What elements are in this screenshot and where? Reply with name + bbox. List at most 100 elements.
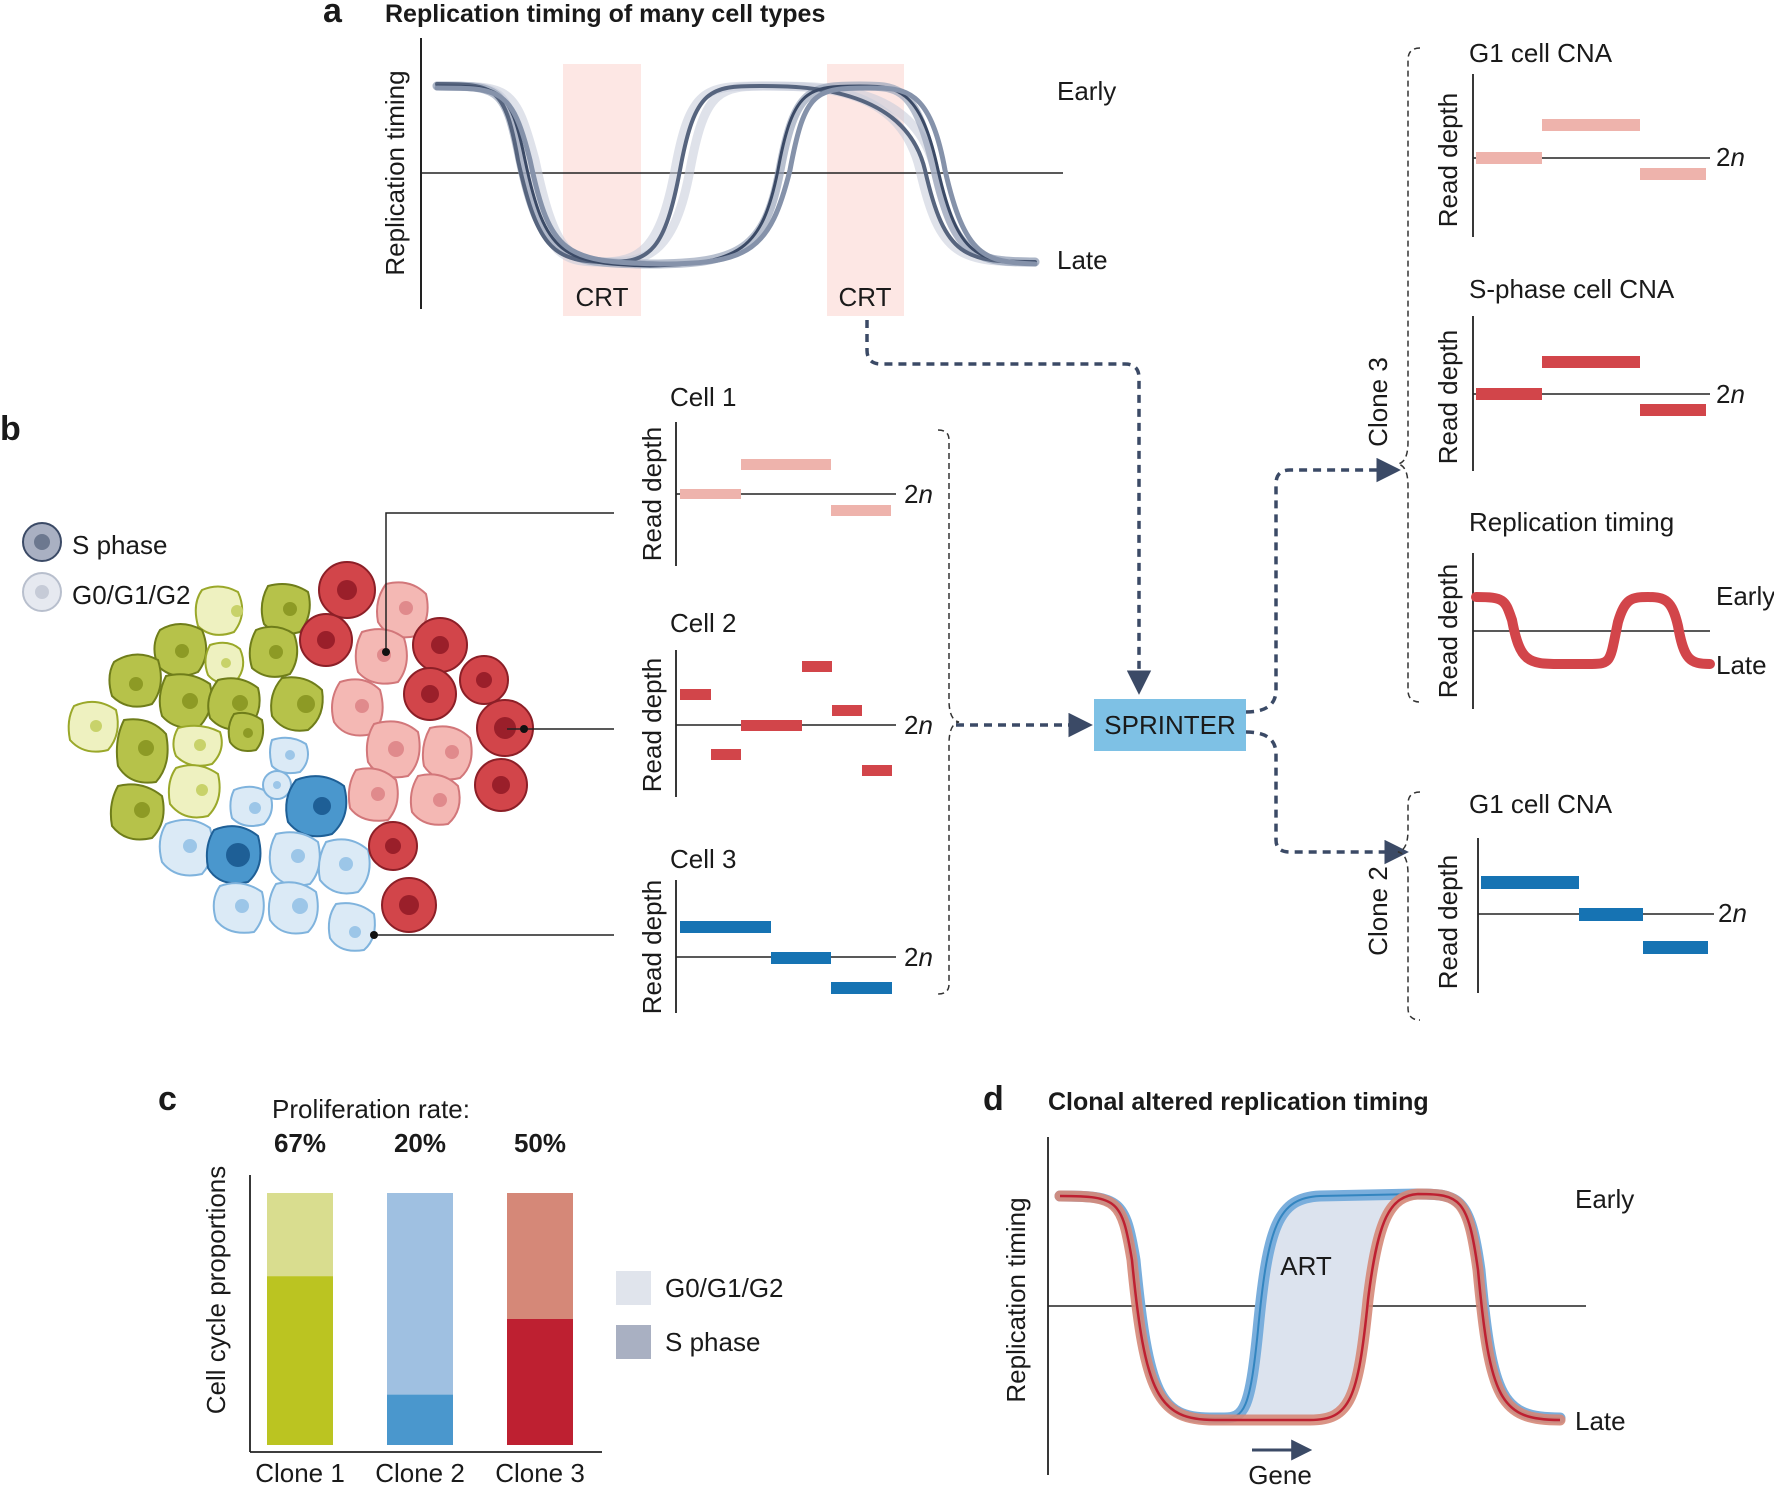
bar-s-phase-1 xyxy=(267,1276,333,1445)
nucleus xyxy=(385,838,401,854)
panel-a-title: Replication timing of many cell types xyxy=(385,0,825,28)
nucleus xyxy=(476,672,492,688)
clone-red-rt-core xyxy=(1059,1192,1561,1422)
nucleus xyxy=(243,728,253,738)
nucleus xyxy=(433,793,447,807)
flow-arrows xyxy=(865,320,1409,865)
nucleus xyxy=(194,739,206,751)
clone-2-g1-ploidy: 2n xyxy=(1718,898,1747,928)
cell-2-cna-segment xyxy=(862,765,892,776)
nucleus xyxy=(235,899,249,913)
x-tick-label: Clone 1 xyxy=(255,1458,345,1488)
panel-d-ylabel: Replication timing xyxy=(1001,1197,1031,1402)
crt-label-2: CRT xyxy=(839,282,892,312)
panel-a-rt-curves xyxy=(432,81,1040,269)
panel-b-label: b xyxy=(0,410,21,448)
nucleus xyxy=(371,787,385,801)
legend-g-phase-nucleus xyxy=(35,585,49,599)
nucleus xyxy=(249,802,261,814)
cell-2-cna-segment xyxy=(680,689,711,700)
panel-d-late: Late xyxy=(1575,1406,1626,1436)
panel-a-ylabel: Replication timing xyxy=(380,70,410,275)
x-tick-labels: Clone 1 Clone 2 Clone 3 xyxy=(255,1458,585,1488)
proliferation-labels: 67%20%50% xyxy=(274,1128,566,1158)
nucleus xyxy=(221,658,231,668)
nucleus xyxy=(138,740,154,756)
arrow-sprinter-to-clone-2 xyxy=(1245,730,1409,865)
nucleus xyxy=(291,849,305,863)
nucleus xyxy=(431,636,449,654)
nucleus xyxy=(317,631,335,649)
panel-d: d Clonal altered replication timing Repl… xyxy=(983,1080,1634,1488)
panel-d-label: d xyxy=(983,1080,1004,1118)
panel-c: c Proliferation rate: 67%20%50% Cell cyc… xyxy=(158,1080,784,1488)
panel-a-label: a xyxy=(323,0,343,30)
cell-2-ylabel: Read depth xyxy=(637,658,667,792)
sprinter-label: SPRINTER xyxy=(1104,710,1235,740)
clone-3-rt-curve xyxy=(1471,591,1715,669)
x-tick-label: Clone 3 xyxy=(495,1458,585,1488)
nucleus xyxy=(388,741,404,757)
x-tick-label: Clone 2 xyxy=(375,1458,465,1488)
clone-3-s-cna-segment xyxy=(1640,404,1706,416)
proliferation-title: Proliferation rate: xyxy=(272,1094,470,1124)
nucleus xyxy=(231,605,243,617)
nucleus xyxy=(399,895,419,915)
cell-1-ploidy: 2n xyxy=(904,479,933,509)
legend-s-phase-nucleus xyxy=(34,534,50,550)
clone-2-g1-cna-segment xyxy=(1481,876,1579,889)
cell xyxy=(194,585,244,636)
nucleus xyxy=(226,843,250,867)
nucleus xyxy=(90,720,102,732)
nucleus xyxy=(337,580,357,600)
clone-2-label: Clone 2 xyxy=(1363,866,1393,956)
panel-d-early: Early xyxy=(1575,1184,1634,1214)
clone-2-g1-title: G1 cell CNA xyxy=(1469,789,1613,819)
legend-g-phase-label: G0/G1/G2 xyxy=(72,580,191,610)
nucleus xyxy=(182,693,198,709)
nucleus xyxy=(292,898,308,914)
cell-2-cna-segment xyxy=(741,720,802,731)
nucleus xyxy=(232,695,248,711)
cell-cluster xyxy=(67,561,534,952)
clone-2-g1-cna-segment xyxy=(1579,908,1643,921)
panel-b: b S phase G0/G1/G2 xyxy=(0,38,1774,1021)
cell-1-title: Cell 1 xyxy=(670,382,736,412)
cell-3-ylabel: Read depth xyxy=(637,880,667,1014)
clone-3-s-title: S-phase cell CNA xyxy=(1469,274,1675,304)
nucleus xyxy=(134,802,150,818)
panel-a-late-label: Late xyxy=(1057,245,1108,275)
proliferation-rate-label: 50% xyxy=(514,1128,566,1158)
clone-2-brace xyxy=(1397,791,1421,1021)
panel-a-early-label: Early xyxy=(1057,76,1116,106)
nucleus xyxy=(183,839,197,853)
nucleus xyxy=(313,797,331,815)
nucleus xyxy=(129,677,143,691)
leader-dot-1 xyxy=(382,648,390,656)
proliferation-rate-label: 67% xyxy=(274,1128,326,1158)
cell-2-cna-segment xyxy=(711,749,741,760)
cell-3-cna-segment xyxy=(831,982,892,994)
clone-3-rt-late: Late xyxy=(1716,650,1767,680)
clone-3-s-cna-segment xyxy=(1542,356,1640,368)
clone-3-brace xyxy=(1397,47,1421,703)
legend-s-phase-label: S phase xyxy=(665,1327,760,1357)
cell-3-title: Cell 3 xyxy=(670,844,736,874)
cell-2-cna-segment xyxy=(832,705,862,716)
cells-brace xyxy=(937,429,960,995)
nucleus xyxy=(445,745,459,759)
cell-3-ploidy: 2n xyxy=(904,942,933,972)
cell-1-cna-segment xyxy=(741,459,831,470)
cell-2-ploidy: 2n xyxy=(904,710,933,740)
panel-c-ylabel: Cell cycle proportions xyxy=(201,1166,231,1415)
bar-s-phase-3 xyxy=(507,1319,573,1445)
cell xyxy=(167,764,221,819)
sprinter-box xyxy=(1094,699,1246,751)
clone-3-label: Clone 3 xyxy=(1363,357,1393,447)
cell-3-cna-segment xyxy=(771,952,831,964)
cell-2-title: Cell 2 xyxy=(670,608,736,638)
nucleus xyxy=(355,699,369,713)
clone-2-g1-cna-segment xyxy=(1643,941,1708,954)
cell-1-ylabel: Read depth xyxy=(637,427,667,561)
